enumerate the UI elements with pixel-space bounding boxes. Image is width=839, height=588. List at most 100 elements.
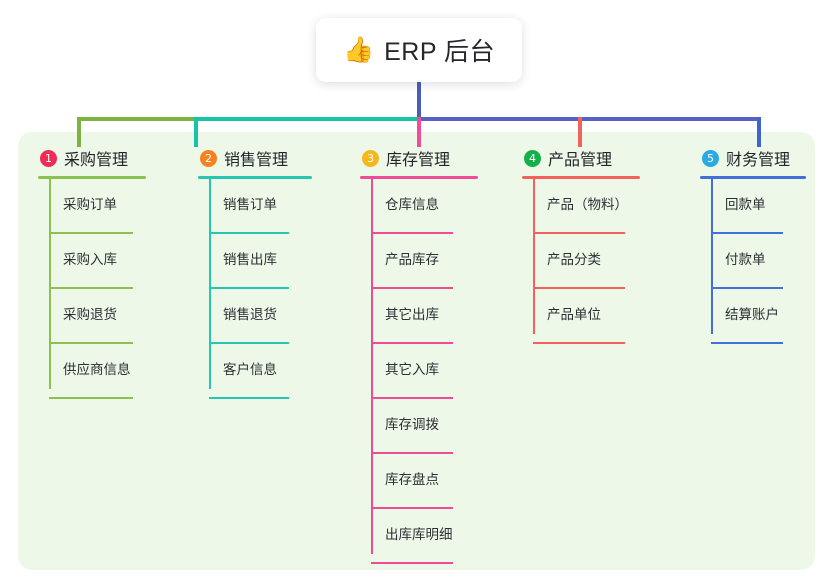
branch-header-1[interactable]: 1 采购管理 — [38, 146, 148, 170]
branch-rail — [209, 179, 211, 389]
branch-item[interactable]: 供应商信息 — [38, 344, 148, 399]
branch-item[interactable]: 销售订单 — [198, 179, 314, 234]
branch-item-underline — [371, 342, 453, 344]
branch-item-label: 回款单 — [725, 197, 766, 212]
branch-item-label: 其它出库 — [385, 307, 439, 322]
branch-header-4[interactable]: 4 产品管理 — [522, 146, 642, 170]
branch-item[interactable]: 回款单 — [700, 179, 808, 234]
branch-item-label: 产品单位 — [547, 307, 601, 322]
branch-underline — [38, 176, 146, 179]
branch-title: 库存管理 — [386, 152, 451, 169]
branch-item-underline — [49, 397, 133, 399]
branch-rail — [533, 179, 535, 334]
branch-item-underline — [711, 287, 783, 289]
branch-item-label: 库存盘点 — [385, 472, 439, 487]
branch-item-underline — [711, 342, 783, 344]
branch-number-badge: 1 — [40, 149, 57, 167]
branch-item-underline — [371, 232, 453, 234]
branch-title: 产品管理 — [548, 152, 613, 169]
branch-number-badge: 3 — [362, 149, 379, 167]
branch-underline — [700, 176, 806, 179]
branch-item[interactable]: 采购退货 — [38, 289, 148, 344]
branch-item[interactable]: 销售退货 — [198, 289, 314, 344]
branch-number-badge: 4 — [524, 149, 541, 167]
branch-item-underline — [209, 232, 289, 234]
branch-number-badge: 5 — [702, 149, 719, 167]
branch-item-underline — [711, 232, 783, 234]
branch-item-label: 结算账户 — [725, 307, 779, 322]
branch-item-label: 产品（物料） — [547, 197, 628, 212]
branch-item-label: 库存调拨 — [385, 417, 439, 432]
branch-item-underline — [371, 287, 453, 289]
branch-column-1: 1 采购管理采购订单采购入库采购退货供应商信息 — [38, 146, 148, 399]
branch-header-3[interactable]: 3 库存管理 — [360, 146, 480, 170]
branch-item-underline — [371, 507, 453, 509]
branch-item-label: 采购订单 — [63, 197, 117, 212]
root-title: ERP 后台 — [384, 38, 496, 66]
branch-item-label: 采购入库 — [63, 252, 117, 267]
branch-item-underline — [49, 287, 133, 289]
branch-underline — [198, 176, 312, 179]
branch-item-list: 回款单付款单结算账户 — [700, 179, 808, 344]
branch-item-underline — [371, 452, 453, 454]
branch-title: 采购管理 — [64, 152, 129, 169]
branch-item-underline — [533, 287, 625, 289]
branch-column-2: 2 销售管理销售订单销售出库销售退货客户信息 — [198, 146, 314, 399]
branch-item[interactable]: 库存调拨 — [360, 399, 480, 454]
branch-item[interactable]: 仓库信息 — [360, 179, 480, 234]
branch-item-label: 销售退货 — [223, 307, 277, 322]
branch-item[interactable]: 结算账户 — [700, 289, 808, 344]
branch-item-label: 出库库明细 — [385, 527, 453, 542]
branch-item[interactable]: 销售出库 — [198, 234, 314, 289]
branch-item-underline — [209, 287, 289, 289]
branch-title: 销售管理 — [224, 152, 289, 169]
branch-item[interactable]: 采购入库 — [38, 234, 148, 289]
branch-item-underline — [49, 232, 133, 234]
content-panel — [18, 132, 815, 570]
branch-item[interactable]: 其它入库 — [360, 344, 480, 399]
branch-item-underline — [533, 342, 625, 344]
thumbs-up-icon: 👍 — [342, 35, 375, 64]
root-node-content: 👍 ERP 后台 — [343, 32, 495, 68]
branch-item[interactable]: 客户信息 — [198, 344, 314, 399]
branch-item[interactable]: 库存盘点 — [360, 454, 480, 509]
branch-item-label: 付款单 — [725, 252, 766, 267]
branch-item[interactable]: 付款单 — [700, 234, 808, 289]
branch-underline — [360, 176, 478, 179]
branch-item-list: 仓库信息产品库存其它出库其它入库库存调拨库存盘点出库库明细 — [360, 179, 480, 564]
branch-item-underline — [371, 397, 453, 399]
branch-item-underline — [533, 232, 625, 234]
branch-item-underline — [209, 342, 289, 344]
branch-item-underline — [49, 342, 133, 344]
branch-header-2[interactable]: 2 销售管理 — [198, 146, 314, 170]
branch-item-label: 仓库信息 — [385, 197, 439, 212]
branch-rail — [711, 179, 713, 334]
branch-item-label: 产品库存 — [385, 252, 439, 267]
branch-item[interactable]: 其它出库 — [360, 289, 480, 344]
branch-column-4: 4 产品管理产品（物料） 产品分类产品单位 — [522, 146, 642, 344]
branch-item[interactable]: 产品库存 — [360, 234, 480, 289]
branch-item-list: 产品（物料） 产品分类产品单位 — [522, 179, 642, 344]
branch-item[interactable]: 产品分类 — [522, 234, 642, 289]
branch-item[interactable]: 产品（物料） — [522, 179, 642, 234]
branch-item-label: 销售出库 — [223, 252, 277, 267]
branch-item-label: 客户信息 — [223, 362, 277, 377]
root-node[interactable]: 👍 ERP 后台 — [316, 18, 522, 82]
branch-item[interactable]: 出库库明细 — [360, 509, 480, 564]
branch-item-label: 采购退货 — [63, 307, 117, 322]
branch-item-label: 产品分类 — [547, 252, 601, 267]
branch-item-label: 供应商信息 — [63, 362, 131, 377]
branch-underline — [522, 176, 640, 179]
branch-number-badge: 2 — [200, 149, 217, 167]
branch-item-list: 采购订单采购入库采购退货供应商信息 — [38, 179, 148, 399]
branch-item[interactable]: 产品单位 — [522, 289, 642, 344]
branch-item-underline — [371, 562, 453, 564]
branch-item[interactable]: 采购订单 — [38, 179, 148, 234]
branch-item-underline — [209, 397, 289, 399]
branch-column-3: 3 库存管理仓库信息产品库存其它出库其它入库库存调拨库存盘点出库库明细 — [360, 146, 480, 564]
